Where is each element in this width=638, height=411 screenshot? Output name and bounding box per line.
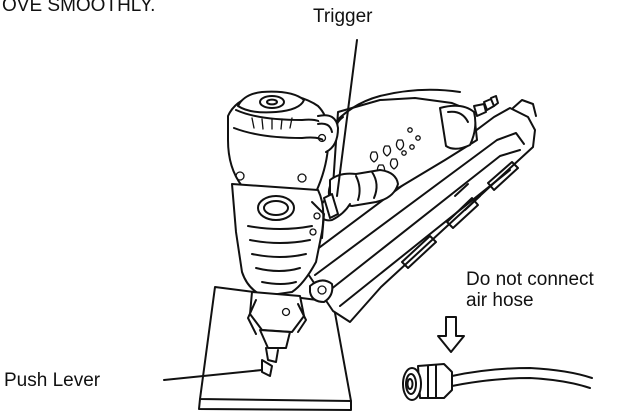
trigger-label: Trigger bbox=[313, 6, 373, 27]
hose-warning-line1: Do not connect bbox=[466, 269, 595, 290]
hose-warning-line2: air hose bbox=[466, 290, 534, 311]
caption-fragment: OVE SMOOTHLY. bbox=[2, 0, 155, 16]
hollow-down-arrow-icon bbox=[437, 316, 465, 353]
air-fitting bbox=[473, 95, 499, 117]
push-lever-label: Push Lever bbox=[4, 370, 101, 391]
nose-assembly bbox=[247, 279, 334, 377]
push-lever-leader-line bbox=[163, 369, 263, 381]
motor-housing bbox=[227, 90, 339, 193]
body-housing bbox=[231, 183, 325, 297]
air-hose bbox=[402, 363, 593, 401]
trigger-part bbox=[323, 193, 339, 219]
magazine bbox=[299, 99, 537, 323]
trigger-leader-line bbox=[336, 39, 358, 197]
